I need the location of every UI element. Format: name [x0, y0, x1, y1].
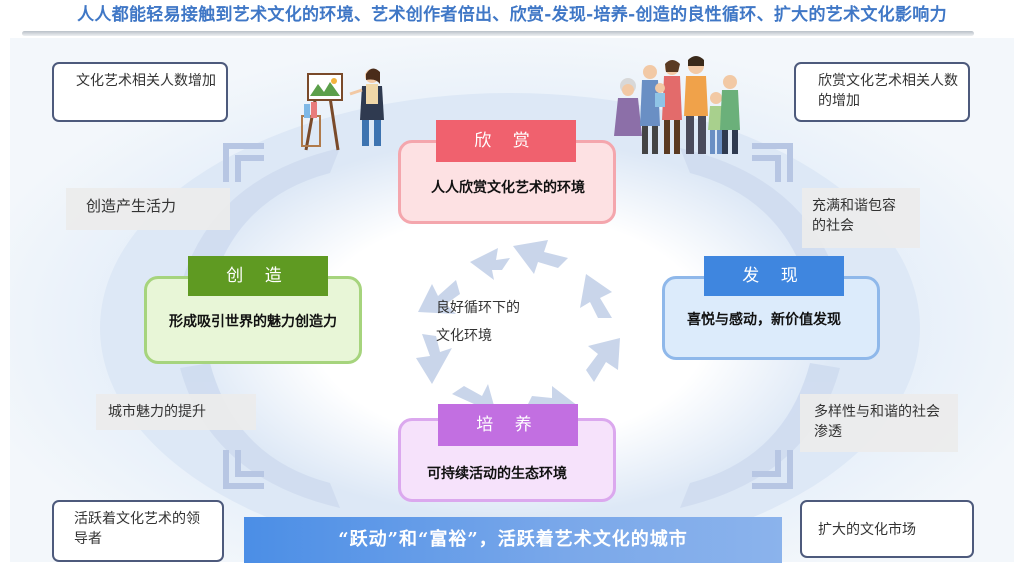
corner-bracket-icon — [752, 143, 793, 182]
note-mid-right-upper: 充满和谐包容的社会 — [802, 188, 920, 248]
painter-illustration — [301, 68, 384, 151]
note-top-right: 欣赏文化艺术相关人数的增加 — [794, 62, 970, 122]
discover-text: 喜悦与感动，新价值发现 — [687, 312, 841, 328]
note-bottom-right: 扩大的文化市场 — [800, 500, 974, 558]
appreciate-tab: 欣 赏 — [436, 120, 576, 162]
create-tab: 创 造 — [188, 256, 328, 296]
create-text: 形成吸引世界的魅力创造力 — [169, 314, 337, 330]
cultivate-text: 可持续活动的生态环境 — [427, 466, 567, 482]
note-mid-left-upper: 创造产生活力 — [66, 188, 230, 230]
note-top-left: 文化艺术相关人数增加 — [52, 62, 228, 122]
title-underline — [22, 31, 974, 36]
corner-bracket-icon — [223, 450, 264, 489]
corner-bracket-icon — [223, 143, 264, 182]
family-illustration — [614, 56, 740, 154]
cultivate-tab: 培 养 — [438, 404, 578, 446]
corner-bracket-icon — [752, 450, 793, 489]
center-label: 良好循环下的 文化环境 — [436, 300, 520, 344]
note-mid-right-lower: 多样性与和谐的社会渗透 — [800, 394, 958, 452]
appreciate-text: 人人欣赏文化艺术的环境 — [431, 180, 585, 196]
bottom-banner: “跃动”和“富裕”，活跃着艺术文化的城市 — [244, 517, 782, 563]
page-title: 人人都能轻易接触到艺术文化的环境、艺术创作者倍出、欣赏-发现-培养-创造的良性循… — [77, 5, 947, 25]
diagram-stage: 良好循环下的 文化环境 — [10, 38, 1014, 562]
note-mid-left-lower: 城市魅力的提升 — [96, 394, 256, 430]
note-bottom-left: 活跃着文化艺术的领导者 — [52, 500, 224, 562]
discover-tab: 发 现 — [704, 256, 844, 296]
